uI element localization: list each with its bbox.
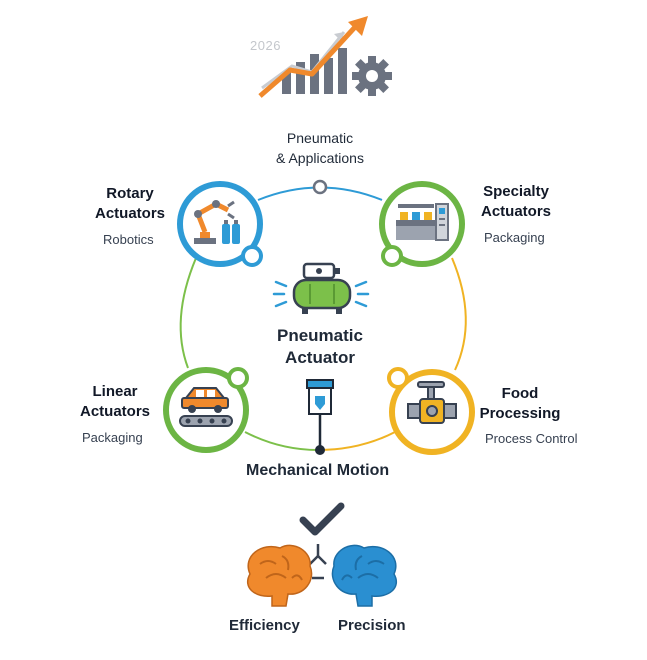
piston-icon — [306, 379, 334, 455]
rotary-node — [177, 181, 263, 267]
conveyor-car-icon — [179, 387, 233, 427]
specialty-node-handle — [381, 245, 403, 267]
ring-arc-bottom-right — [317, 431, 396, 451]
specialty-title: Specialty Actuators — [466, 182, 566, 222]
precision-label: Precision — [338, 617, 406, 634]
precision-brain-icon — [331, 544, 397, 607]
year-label: 2026 — [250, 38, 281, 53]
compressor-icon — [272, 262, 370, 314]
brains-icon — [247, 544, 397, 607]
ring-arc-right — [451, 257, 467, 371]
top-label-line2: & Applications — [276, 150, 364, 166]
linear-title: Linear Actuators — [65, 382, 165, 422]
rotary-title-line1: Rotary — [106, 185, 154, 202]
linear-node — [163, 367, 249, 453]
checkmark-icon — [299, 502, 345, 536]
top-label-line1: Pneumatic — [286, 130, 354, 146]
center-title-line2: Actuator — [285, 348, 355, 367]
ring-arc-left — [179, 257, 197, 369]
efficiency-brain-icon — [247, 544, 313, 607]
ring-top-node — [312, 179, 328, 195]
food-node-handle — [387, 367, 409, 389]
linear-title-line1: Linear — [92, 383, 138, 400]
food-node — [387, 367, 475, 455]
specialty-sub: Packaging — [484, 230, 545, 245]
mechanical-motion-label: Mechanical Motion — [246, 462, 390, 479]
efficiency-label: Efficiency — [229, 617, 300, 634]
top-label: Pneumatic & Applications — [250, 128, 390, 168]
specialty-title-line1: Specialty — [483, 183, 549, 200]
rotary-sub: Robotics — [103, 232, 154, 247]
center-title-line1: Pneumatic — [277, 326, 363, 345]
food-sub: Process Control — [485, 431, 578, 446]
valve-icon — [407, 381, 457, 424]
robot-arm-icon — [194, 200, 240, 244]
linear-title-line2: Actuators — [79, 403, 150, 420]
food-title-line1: Food — [501, 385, 539, 402]
rotary-node-handle — [241, 245, 263, 267]
linear-node-handle — [227, 367, 249, 389]
rotary-title: Rotary Actuators — [80, 184, 180, 224]
growth-chart-icon — [258, 16, 392, 98]
food-title: Food Processing — [470, 384, 570, 424]
packaging-machine-icon — [396, 203, 449, 241]
food-title-line2: Processing — [479, 405, 561, 422]
specialty-node — [379, 181, 465, 267]
specialty-title-line2: Actuators — [480, 203, 551, 220]
center-title: Pneumatic Actuator — [250, 325, 390, 369]
linear-sub: Packaging — [82, 430, 143, 445]
ring-arc-bottom-left — [244, 431, 319, 451]
rotary-title-line2: Actuators — [94, 205, 165, 222]
